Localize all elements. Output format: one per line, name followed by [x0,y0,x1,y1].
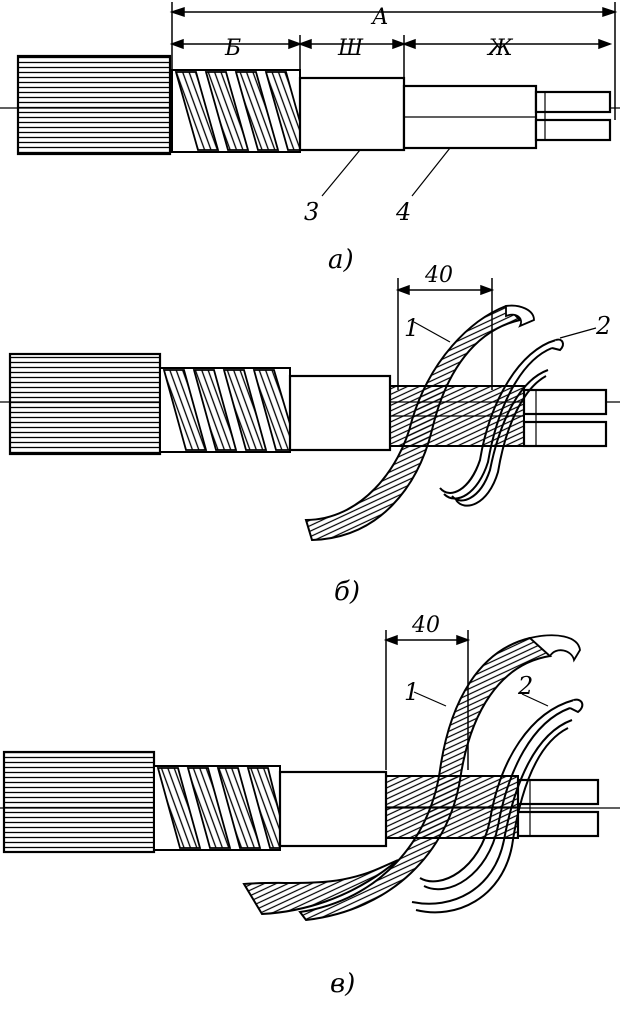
dim-label-B: Б [224,36,241,61]
callout-2-b: 2 [595,312,611,340]
dim-label-Sh: Ш [337,36,364,61]
panel-b: 40 1 2 б) [0,263,620,607]
callout-1-b: 1 [404,314,419,342]
cable-outer-cover [16,54,172,156]
lead-sheath-b [288,374,392,452]
panel-a: А Б Ш Ж 3 4 а) [0,2,620,275]
callout-line-2-v [521,693,549,707]
armor-wraps-b [162,369,291,451]
cable-outer-cover-b [8,352,162,456]
dim-label-Zh: Ж [486,36,514,61]
callout-line-1-v [413,691,447,707]
core-conductors [534,90,612,142]
callout-1-v: 1 [404,678,419,706]
paper-tapes-2-b [439,338,564,507]
callout-2-v: 2 [517,672,533,700]
callout-3: 3 [304,198,319,226]
paper-tapes-2-v [411,698,584,914]
cable-outer-cover-v [2,750,156,854]
caption-v: в) [330,969,355,999]
callout-line-3 [321,149,361,197]
lead-sheath-v [278,770,388,848]
paper-tape-1-v [298,636,553,922]
lead-sheath [298,76,406,152]
dimension-40-b [395,278,495,390]
callout-line-1-b [413,321,451,343]
dim-label-40-b: 40 [424,263,453,288]
core-conductors-b [522,388,608,448]
callout-line-2-b [559,327,597,339]
armor-wraps [174,71,301,151]
core-conductors-v [516,778,600,838]
caption-a: а) [328,245,354,275]
callout-line-4 [411,147,451,197]
callout-4: 4 [395,198,411,226]
caption-b: б) [334,577,360,607]
paper-tape-1-b [304,304,522,542]
dimension-lines-a [169,2,618,120]
armor-wraps-v [156,767,281,849]
dim-label-A: А [370,5,389,30]
dim-label-40-v: 40 [411,613,440,638]
panel-v: 40 1 2 в [0,613,620,999]
